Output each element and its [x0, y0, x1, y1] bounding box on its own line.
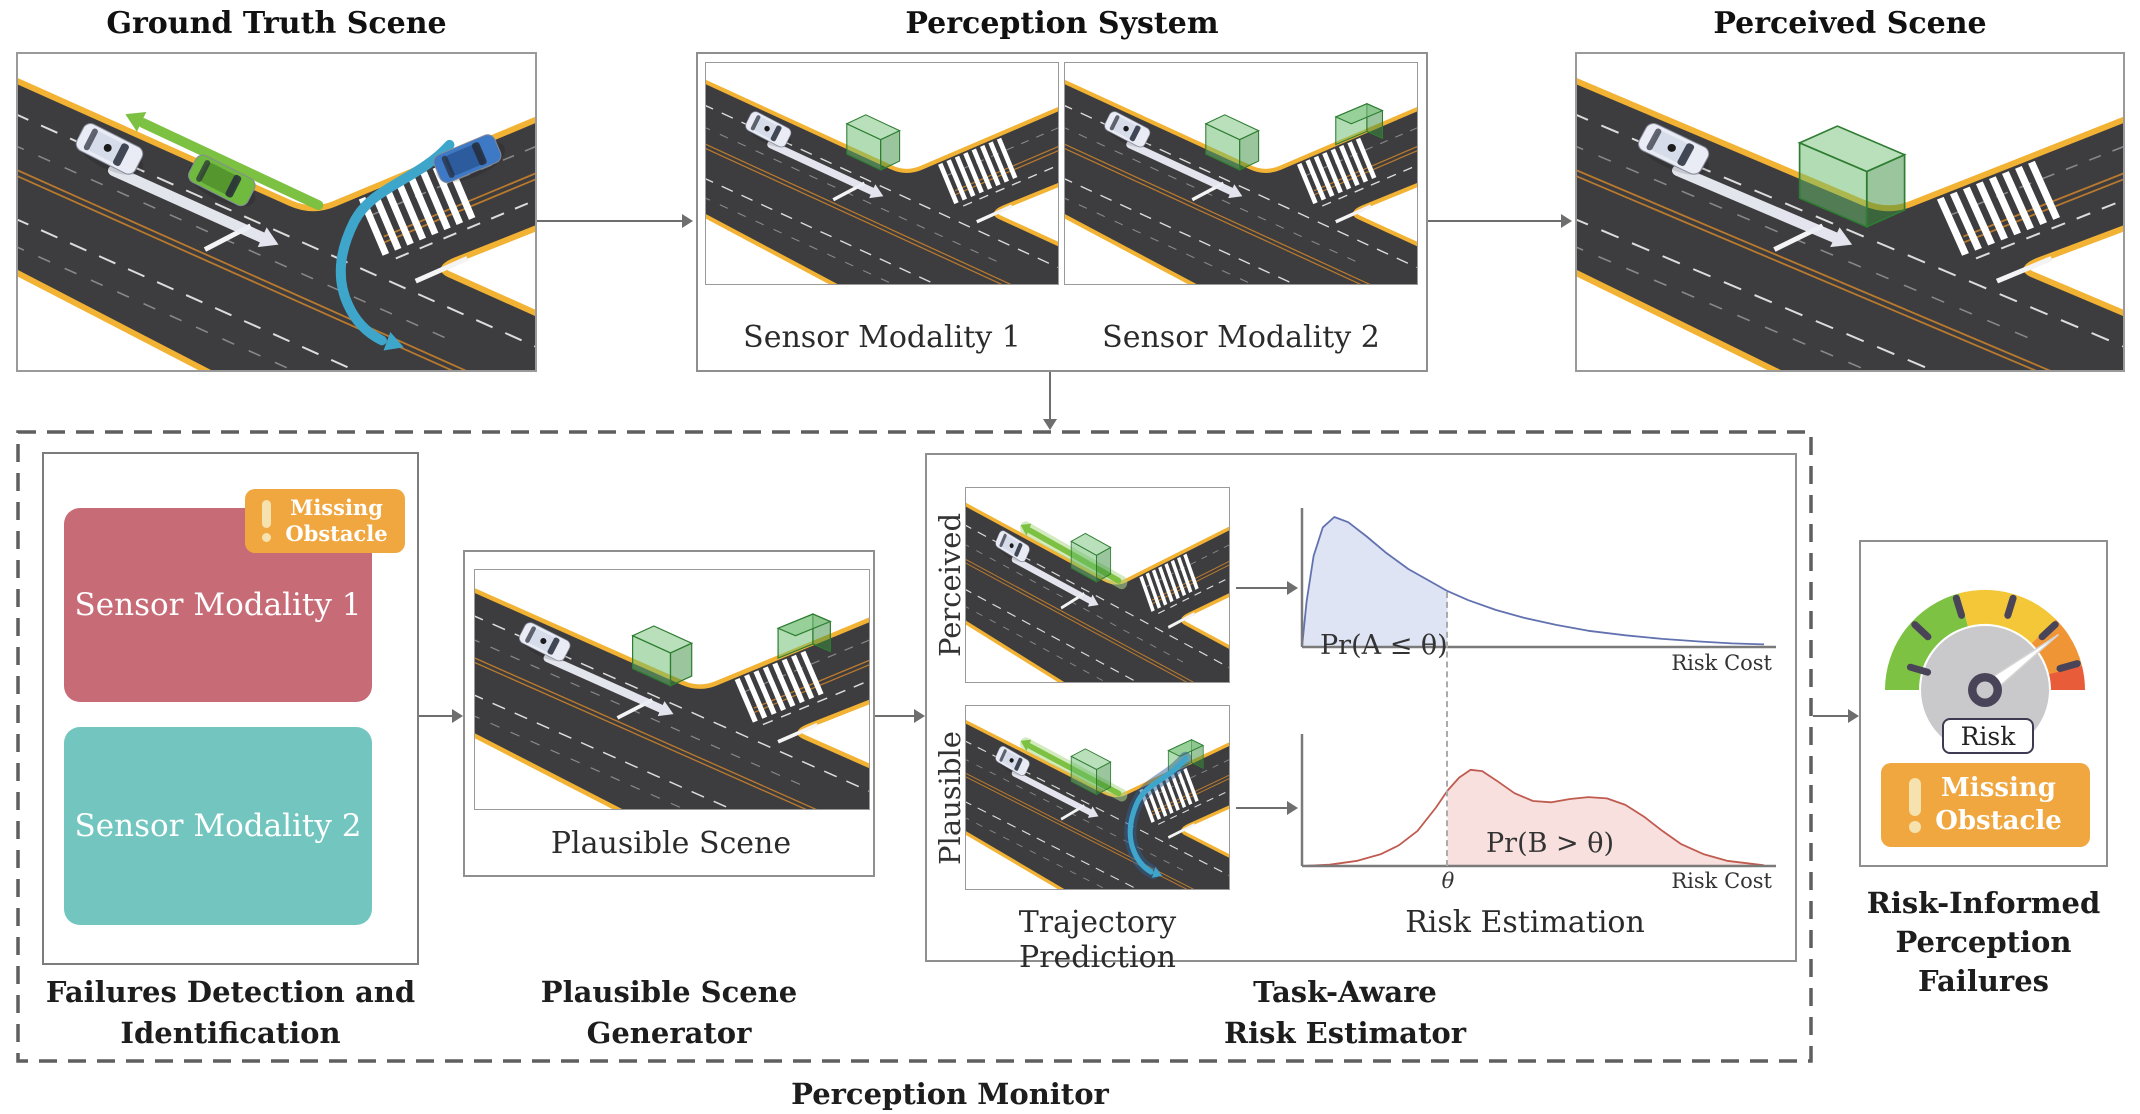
arrow-perceived-to-plot: [1236, 581, 1298, 595]
plausible-scene-image: [474, 569, 870, 810]
arrow-failures-to-generator: [419, 709, 463, 723]
risk-output-box: Risk Missing Obstacle: [1859, 540, 2108, 867]
arrow-perception-to-perceived: [1428, 214, 1572, 228]
modality1-card-label: Sensor Modality 1: [74, 587, 362, 623]
perception-system-box: Sensor Modality 1 Sensor Modality 2: [696, 52, 1428, 372]
perceived-scene-image: [1575, 52, 2125, 372]
arrow-generator-to-estimator: [875, 709, 925, 723]
task-plausible-scene-image: [965, 705, 1230, 890]
arrow-monitor-to-output: [1813, 709, 1859, 723]
missing-obstacle-badge-left: Missing Obstacle: [245, 489, 405, 553]
badge-right-line2: Obstacle: [1935, 806, 2062, 836]
perception-monitor-label: Perception Monitor: [791, 1077, 1109, 1111]
badge-left-line1: Missing: [290, 495, 383, 520]
modality2-card-label: Sensor Modality 2: [74, 808, 362, 844]
arrow-plausible-to-plot: [1236, 801, 1298, 815]
perception-monitor-box: [16, 430, 1813, 1063]
risk-cost-label-1: Risk Cost: [1671, 651, 1772, 675]
pr-a-label: Pr(A ≤ θ): [1320, 630, 1448, 661]
risk-estimation-caption: Risk Estimation: [1405, 905, 1645, 940]
risk-cost-label-2: Risk Cost: [1671, 869, 1772, 893]
sensor-modality-1-image: [705, 62, 1059, 285]
task-aware-caption: Task-Aware Risk Estimator: [1224, 975, 1466, 1050]
gauge-ticks: [1906, 594, 2081, 676]
perceived-row-label: Perceived: [933, 512, 967, 658]
task-perceived-scene-image: [965, 487, 1230, 683]
sensor-modality-2-label: Sensor Modality 2: [1102, 320, 1380, 355]
trajectory-prediction-caption: Trajectory Prediction: [1018, 905, 1177, 975]
sensor-modality-1-label: Sensor Modality 1: [743, 320, 1021, 355]
ground-truth-title: Ground Truth Scene: [106, 6, 447, 41]
badge-left-line2: Obstacle: [285, 521, 388, 546]
badge-right-line1: Missing: [1941, 773, 2056, 803]
pr-b-label: Pr(B > θ): [1486, 828, 1615, 859]
risk-pill-label: Risk: [1942, 718, 2034, 754]
plausible-scene-label: Plausible Scene: [550, 826, 792, 861]
plausible-scene-generator-box: Plausible Scene: [463, 550, 875, 877]
ground-truth-scene-image: [16, 52, 537, 372]
failures-detection-caption: Failures Detection and Identification: [45, 975, 416, 1050]
perception-system-title: Perception System: [905, 6, 1219, 41]
arrow-gt-to-perception: [537, 214, 693, 228]
plausible-row-label: Plausible: [933, 731, 967, 865]
sensor-modality-2-image: [1064, 62, 1418, 285]
exclamation-icon: [262, 500, 272, 542]
exclamation-icon: [1909, 777, 1922, 833]
failures-detection-box: Sensor Modality 1 Missing Obstacle Senso…: [42, 452, 419, 965]
perceived-risk-plot: [1296, 500, 1780, 675]
perceived-scene-title: Perceived Scene: [1713, 6, 1987, 41]
missing-obstacle-badge-right: Missing Obstacle: [1881, 763, 2090, 847]
modality2-card: Sensor Modality 2: [64, 727, 372, 925]
threshold-dashed-line: [1446, 592, 1448, 866]
arrow-perception-to-monitor: [1043, 372, 1057, 430]
theta-axis-label: θ: [1441, 869, 1455, 893]
risk-informed-caption: Risk-Informed Perception Failures: [1866, 886, 2101, 998]
plausible-risk-plot: [1296, 712, 1780, 887]
plausible-generator-caption: Plausible Scene Generator: [540, 975, 798, 1050]
